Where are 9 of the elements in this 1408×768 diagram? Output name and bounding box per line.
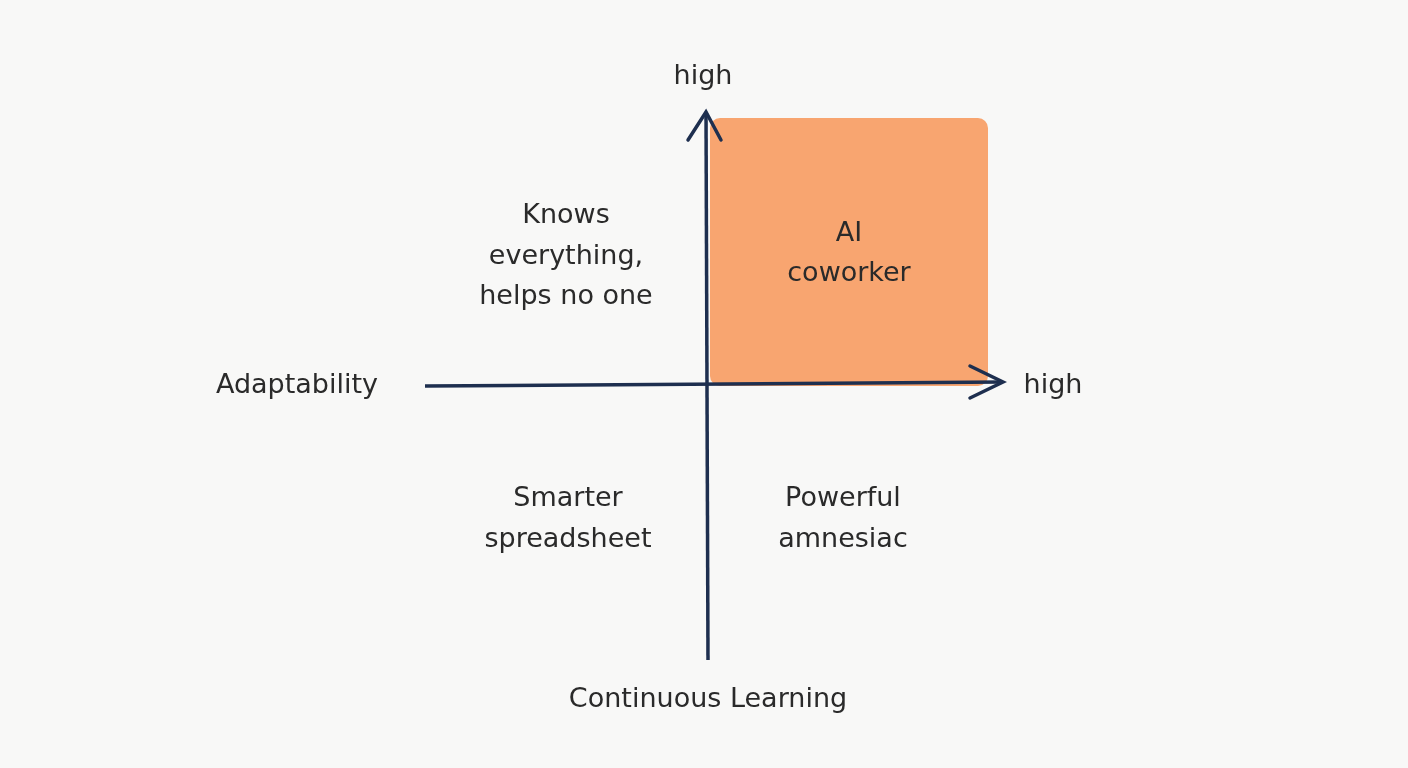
axis-end-label: high [673,57,733,92]
axis-title: Adaptability [215,366,379,401]
quadrant-label: AI coworker [786,214,912,289]
highlight-quadrant [710,118,988,386]
quadrant-label: Powerful amnesiac [777,479,909,554]
axis-title: Continuous Learning [568,680,848,715]
quadrant-label: Knows everything, helps no one [478,197,654,313]
quadrant-label: Smarter spreadsheet [483,479,653,555]
axis-end-label: high [1023,366,1083,401]
